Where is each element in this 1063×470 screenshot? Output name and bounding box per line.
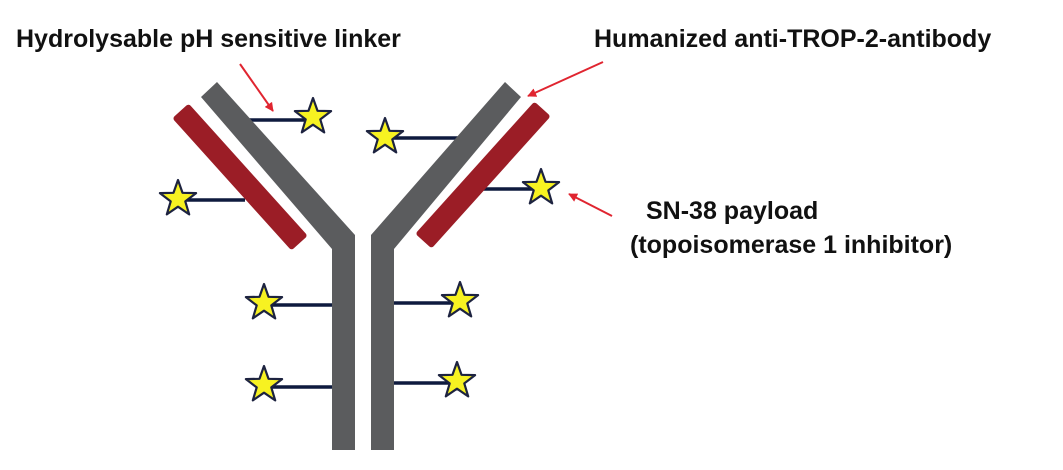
payload-label-line2: (topoisomerase 1 inhibitor) [630,231,953,259]
heavy-chain-right [371,82,521,450]
arrow-icon [568,193,613,217]
star-icon [244,282,284,320]
star-icon [437,360,477,398]
star-icon [293,96,333,134]
payload-label-line1: SN-38 payload [646,197,819,225]
heavy-chains [201,82,521,450]
light-chains [173,102,550,250]
pointer-arrows [239,61,613,217]
star-icon [440,280,480,318]
antibody-label: Humanized anti-TROP-2-antibody [594,25,992,53]
star-icon [365,116,405,154]
light-chain-left [173,104,307,250]
linker-label: Hydrolysable pH sensitive linker [16,25,401,53]
heavy-chain-left [201,82,355,450]
star-icon [158,178,198,216]
star-icon [521,167,561,205]
star-icon [244,364,284,402]
arrow-icon [527,61,604,97]
arrow-icon [239,63,274,112]
light-chain-right [416,102,550,248]
